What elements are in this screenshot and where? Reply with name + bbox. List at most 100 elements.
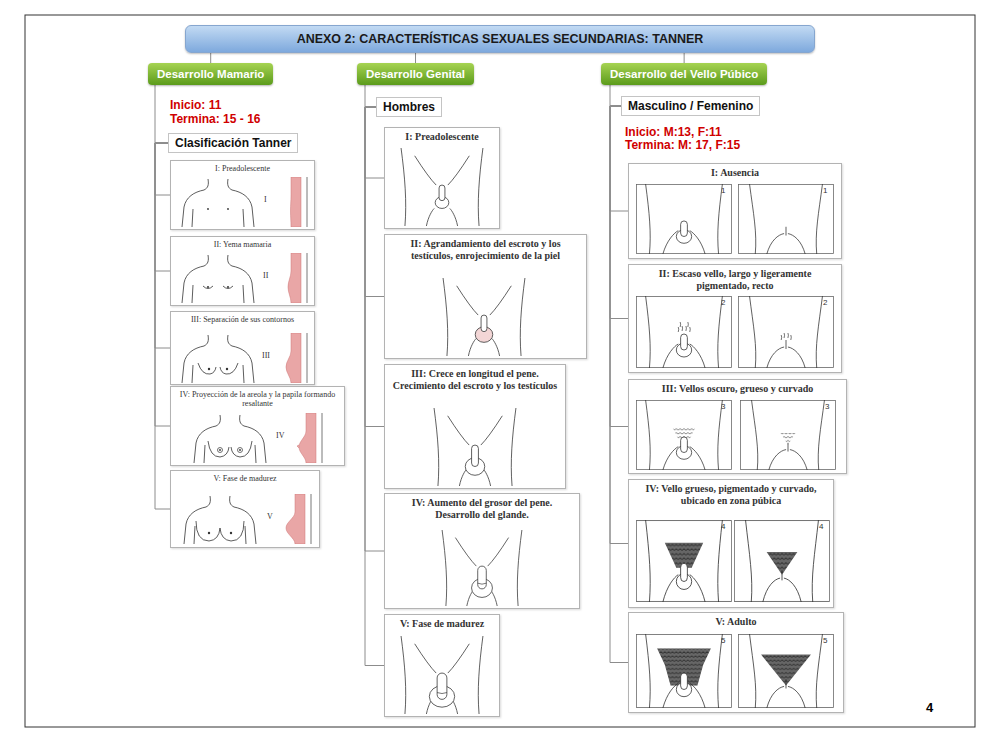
node-text: Hombres	[383, 100, 435, 114]
pubic-hair-figure	[740, 400, 835, 470]
stage-panel: II: Yema mamaria	[170, 236, 315, 306]
panel-number: 4	[819, 522, 823, 531]
pubic-hair-figure	[636, 634, 731, 708]
panel-number: 4	[721, 522, 725, 531]
stage-numeral: II	[263, 271, 268, 280]
node-text: ANEXO 2: CARACTERÍSTICAS SEXUALES SECUND…	[196, 32, 804, 46]
page-number: 4	[926, 700, 933, 715]
stage-caption: III: Crece en longitud el pene. Crecimie…	[385, 365, 565, 391]
genital-figure	[401, 148, 483, 226]
stage-panel: III: Crece en longitud el pene. Crecimie…	[384, 364, 566, 489]
tree-connector	[155, 85, 168, 143]
breast-profile-figure	[286, 494, 311, 544]
tree-connector	[365, 107, 384, 178]
stage-panel: III: Separación de sus contornos	[170, 311, 315, 385]
title-banner: ANEXO 2: CARACTERÍSTICAS SEXUALES SECUND…	[185, 25, 815, 53]
breast-profile-figure	[291, 177, 308, 227]
tree-connector	[610, 106, 628, 211]
panel-number: 3	[721, 402, 725, 411]
panel-number: 2	[721, 298, 725, 307]
section-header: Desarrollo Mamario	[148, 63, 273, 85]
tree-connector	[415, 53, 416, 63]
stage-panel: V: Fase de madurez	[170, 470, 320, 548]
pubic-hair-figure	[636, 520, 731, 602]
genital-figure	[442, 530, 522, 606]
stage-numeral: I	[264, 195, 267, 204]
stage-caption: V: Fase de madurez	[385, 615, 499, 630]
stage-caption: V: Adulto	[629, 613, 843, 628]
tree-connector	[610, 106, 628, 544]
section-header: Desarrollo Genital	[357, 63, 474, 85]
pubic-hair-figure	[738, 296, 833, 368]
stage-caption: II: Yema mamaria	[171, 237, 314, 249]
stage-panel: I: Preadolescente	[170, 160, 315, 230]
stage-caption: V: Fase de madurez	[171, 471, 319, 483]
panel-number: 5	[721, 636, 725, 645]
genital-figure	[401, 636, 483, 714]
tree-connector	[155, 143, 170, 271]
pubic-hair-figure	[636, 296, 731, 368]
breast-profile-figure	[297, 413, 322, 463]
stage-caption: IV: Vello grueso, pigmentado y curvado, …	[629, 480, 833, 506]
breast-profile-figure	[288, 253, 307, 303]
category-box: Clasificación Tanner	[168, 133, 298, 153]
genital-figure	[443, 278, 525, 356]
section-header: Desarrollo del Vello Púbico	[601, 63, 767, 85]
stage-caption: II: Agrandamiento del escroto y los test…	[385, 235, 586, 261]
panel-number: 1	[823, 186, 827, 195]
page-frame	[25, 15, 975, 727]
stage-caption: I: Preadolescente	[171, 161, 314, 173]
tree-connector	[610, 106, 628, 663]
tree-connector	[210, 53, 211, 63]
tree-connector	[365, 107, 384, 297]
tree-connector	[610, 106, 628, 427]
tree-connector	[155, 143, 170, 348]
end-note: Termina: 15 - 16	[170, 112, 260, 126]
stage-caption: III: Separación de sus contornos	[171, 312, 314, 324]
pubic-hair-figure	[738, 184, 833, 254]
stage-caption: IV: Aumento del grosor del pene. Desarro…	[385, 494, 579, 520]
breast-front-figure	[184, 496, 256, 544]
pubic-hair-figure	[636, 400, 731, 470]
tree-connector	[365, 107, 384, 427]
stage-caption: I: Preadolescente	[385, 128, 499, 143]
pubic-hair-figure	[636, 184, 731, 254]
stage-caption: II: Escaso vello, largo y ligeramente pi…	[629, 265, 841, 291]
panel-number: 5	[823, 636, 827, 645]
stage-numeral: IV	[276, 431, 284, 440]
category-box: Hombres	[376, 97, 442, 117]
tree-connector	[365, 85, 376, 107]
stage-panel: I: Preadolescente	[384, 127, 500, 229]
breast-front-figure	[182, 335, 254, 383]
node-text: Desarrollo Mamario	[157, 68, 264, 80]
panel-number: 2	[823, 298, 827, 307]
pubic-hair-figure	[738, 634, 833, 708]
onset-note: Inicio: M:13, F:11	[625, 125, 722, 139]
stage-panel: IV: Vello grueso, pigmentado y curvado, …	[628, 479, 834, 608]
node-text: Clasificación Tanner	[175, 136, 291, 150]
stage-panel: V: Fase de madurez	[384, 614, 500, 717]
stage-panel: II: Agrandamiento del escroto y los test…	[384, 234, 587, 359]
stage-panel: IV: Aumento del grosor del pene. Desarro…	[384, 493, 580, 609]
stage-panel: V: Adulto	[628, 612, 844, 713]
tree-connector	[155, 143, 170, 509]
stage-panel: II: Escaso vello, largo y ligeramente pi…	[628, 264, 842, 373]
tree-connector	[365, 107, 384, 666]
breast-front-figure	[194, 415, 266, 463]
stage-panel: III: Vellos oscuro, grueso y curvado	[628, 379, 847, 474]
tree-connector	[365, 107, 384, 551]
tree-connector	[610, 85, 621, 106]
node-text: Desarrollo Genital	[366, 68, 465, 80]
stage-panel: IV: Proyección de la areola y la papila …	[170, 386, 345, 466]
tree-connector	[155, 143, 170, 426]
breast-front-figure	[182, 179, 254, 227]
end-note: Termina: M: 17, F:15	[625, 138, 740, 152]
stage-panel: I: Ausencia	[628, 163, 842, 259]
stage-caption: IV: Proyección de la areola y la papila …	[171, 387, 344, 408]
node-text: Masculino / Femenino	[628, 99, 753, 113]
pubic-hair-figure	[734, 520, 829, 602]
panel-number: 1	[721, 186, 725, 195]
